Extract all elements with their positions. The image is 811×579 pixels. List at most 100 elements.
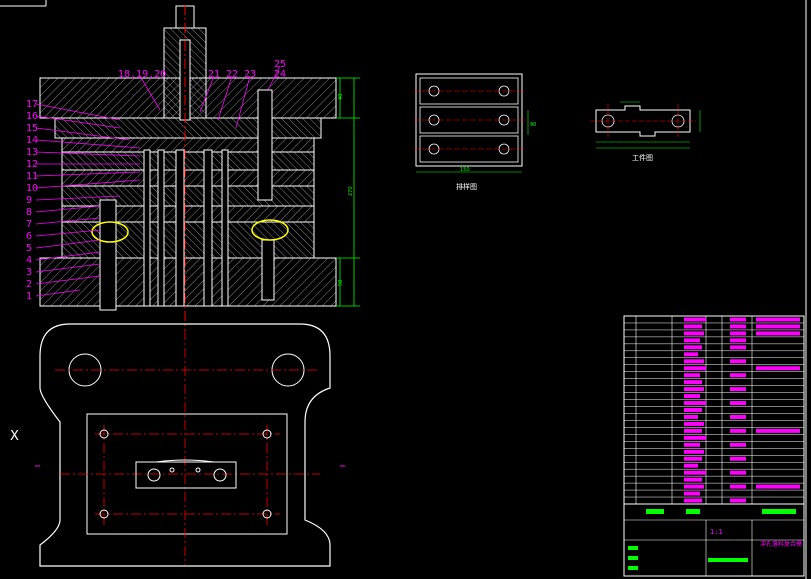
parts-cell-fill bbox=[730, 470, 746, 475]
parts-cell-fill bbox=[756, 331, 800, 336]
parts-cell-fill bbox=[684, 463, 698, 468]
parts-cell-fill bbox=[684, 387, 704, 392]
part-labels-top: 18,19,20 21 22 23 25 24 bbox=[118, 59, 286, 80]
part-label: 24 bbox=[274, 69, 286, 80]
parts-cell-fill bbox=[684, 401, 706, 406]
parts-cell-fill bbox=[684, 380, 702, 385]
parts-cell-fill bbox=[684, 456, 702, 461]
parts-cell-fill bbox=[756, 366, 800, 371]
parts-cell-fill bbox=[730, 331, 746, 336]
plan-centerlines bbox=[55, 330, 320, 565]
parts-cell-fill bbox=[684, 331, 704, 336]
part-label: 22 bbox=[226, 69, 238, 80]
part-label: 5 bbox=[26, 243, 32, 254]
height-dimensions bbox=[336, 77, 360, 307]
parts-cell-fill bbox=[684, 477, 702, 482]
parts-cell-fill bbox=[684, 366, 706, 371]
leader-lines bbox=[35, 65, 281, 297]
part-label: 12 bbox=[26, 159, 38, 170]
parts-cell-fill bbox=[730, 345, 746, 350]
parts-cell-fill bbox=[730, 442, 746, 447]
parts-cell-fill bbox=[684, 338, 700, 343]
parts-cell-fill bbox=[756, 324, 800, 329]
parts-cell-fill bbox=[684, 449, 704, 454]
parts-cell-fill bbox=[730, 387, 746, 392]
part-label: 21 bbox=[208, 69, 220, 80]
rubber-block bbox=[251, 219, 289, 241]
parts-cell-fill bbox=[684, 394, 700, 399]
part-label: 25 bbox=[274, 59, 286, 70]
dim-strip-length: 150 bbox=[460, 167, 470, 173]
dim-top-plate: 40 bbox=[338, 94, 344, 100]
parts-cell-fill bbox=[684, 317, 706, 322]
part-label: 11 bbox=[26, 171, 38, 182]
parts-cell-fill bbox=[730, 359, 746, 364]
parts-cell-fill bbox=[756, 484, 800, 489]
part-label: 18,19,20 bbox=[118, 69, 166, 80]
parts-cell-fill bbox=[684, 435, 706, 440]
parts-cell-fill bbox=[684, 373, 700, 378]
parts-cell-fill bbox=[684, 470, 706, 475]
part-label: 8 bbox=[26, 207, 32, 218]
screw-holes bbox=[99, 429, 272, 519]
workpiece-outline bbox=[135, 459, 237, 489]
die-plates bbox=[39, 77, 337, 307]
parts-cell-fill bbox=[684, 442, 700, 447]
punches bbox=[99, 89, 275, 311]
part-label: 23 bbox=[244, 69, 256, 80]
parts-cell-fill bbox=[684, 491, 700, 496]
part-label: 7 bbox=[26, 219, 32, 230]
part-label: 10 bbox=[26, 183, 38, 194]
dim-strip-width: 90 bbox=[530, 122, 536, 128]
parts-cell-fill bbox=[756, 428, 800, 433]
workpiece-caption: 工件图 bbox=[632, 153, 653, 162]
parts-cell-fill bbox=[730, 428, 746, 433]
parts-cell-fill bbox=[684, 484, 704, 489]
parts-cell-fill bbox=[730, 401, 746, 406]
part-label: 9 bbox=[26, 195, 32, 206]
parts-cell-fill bbox=[730, 484, 746, 489]
parts-cell-fill bbox=[730, 456, 746, 461]
part-labels-left: 17 16 15 14 13 12 11 10 9 8 7 6 5 4 3 2 … bbox=[26, 99, 38, 302]
dim-overall-height: 270 bbox=[348, 186, 354, 196]
parts-cell-fill bbox=[684, 414, 698, 419]
part-label: 13 bbox=[26, 147, 38, 158]
strip-layout-caption: 排样图 bbox=[456, 182, 477, 191]
parts-cell-fill bbox=[684, 421, 704, 426]
parts-cell-fill bbox=[730, 317, 746, 322]
assembly-section-view: 17 16 15 14 13 12 11 10 9 8 7 6 5 4 3 2 … bbox=[26, 5, 360, 330]
title-drawing-name: 冲孔落料复合模 bbox=[760, 540, 802, 548]
parts-cell-fill bbox=[684, 498, 702, 503]
section-axis-label: X bbox=[10, 429, 19, 444]
parts-cell-fill bbox=[730, 324, 746, 329]
part-label: 14 bbox=[26, 135, 38, 146]
parts-cell-fill bbox=[730, 498, 746, 503]
title-block: 1:1 冲孔落料复合模 bbox=[623, 503, 805, 577]
parts-cell-fill bbox=[756, 317, 800, 322]
parts-cell-fill bbox=[684, 352, 698, 357]
part-label: 2 bbox=[26, 279, 32, 290]
parts-cell-fill bbox=[684, 359, 704, 364]
parts-cell-fill bbox=[730, 338, 746, 343]
part-label: 16 bbox=[26, 111, 38, 122]
part-label: 17 bbox=[26, 99, 38, 110]
dim-bottom-plate: 50 bbox=[338, 280, 344, 286]
parts-cell-fill bbox=[684, 408, 702, 412]
part-label: 4 bbox=[26, 255, 32, 266]
part-label: 3 bbox=[26, 267, 32, 278]
part-label: 1 bbox=[26, 291, 32, 302]
parts-cell-fill bbox=[730, 414, 746, 419]
parts-list bbox=[623, 315, 805, 577]
part-label: 15 bbox=[26, 123, 38, 134]
plan-view: X bbox=[10, 323, 345, 567]
parts-cell-fill bbox=[684, 324, 702, 329]
workpiece-drawing: 工件图 bbox=[590, 101, 701, 162]
strip-layout: 150 90 排样图 bbox=[414, 73, 536, 191]
parts-cell-fill bbox=[684, 345, 702, 350]
parts-cell-fill bbox=[684, 428, 702, 433]
rubber-block-left bbox=[91, 221, 129, 243]
parts-cell-fill bbox=[730, 373, 746, 378]
title-scale: 1:1 bbox=[710, 528, 723, 536]
